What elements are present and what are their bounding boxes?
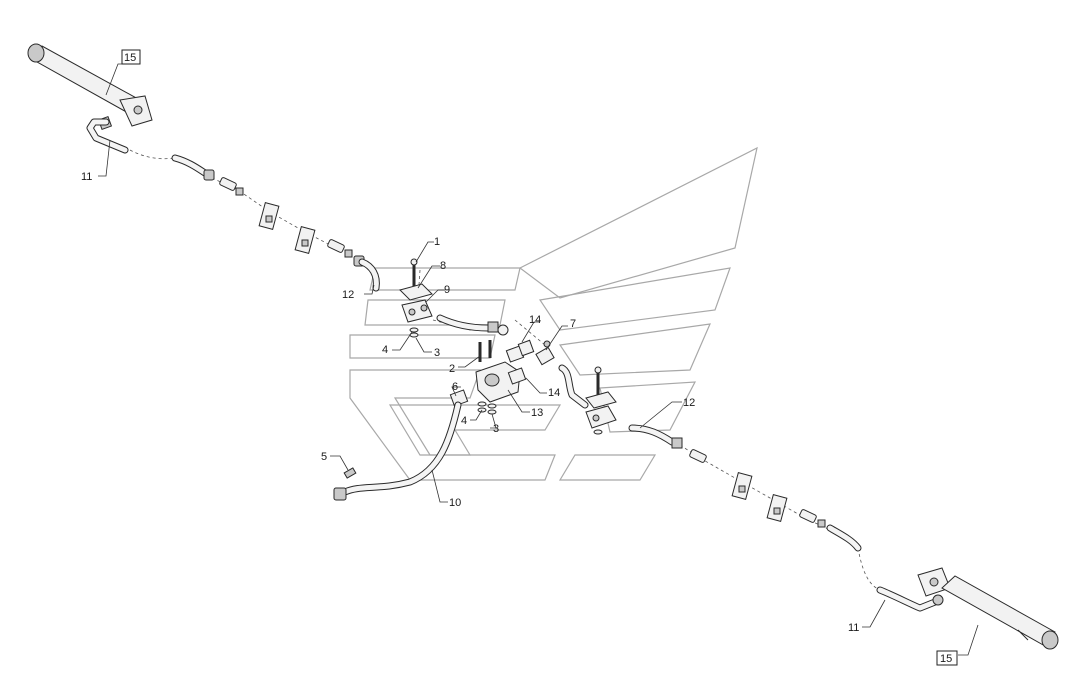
hose-12-right (628, 424, 707, 463)
valve-block-left (399, 258, 433, 338)
hose-middle (436, 314, 509, 336)
callout-11-top: 11 (81, 171, 92, 183)
clamp-left-2 (294, 225, 316, 255)
hydraulic-cylinder-bottom-right (917, 567, 1059, 650)
fitting-right (799, 509, 826, 528)
fitting-left (327, 239, 353, 258)
callout-13: 13 (531, 407, 543, 419)
leader-lines (98, 63, 979, 656)
callout-15-bottom: 15 (940, 653, 952, 665)
callout-6: 6 (452, 381, 458, 393)
clip-5 (343, 467, 357, 479)
callout-box-15-top (121, 49, 141, 65)
hose-top-left (86, 118, 244, 196)
hose-10 (333, 401, 462, 501)
callout-2: 2 (449, 363, 455, 375)
callout-12-right: 12 (683, 397, 695, 409)
watermark-logo (349, 146, 758, 481)
callout-5: 5 (321, 451, 327, 463)
callout-15-top: 15 (124, 52, 136, 64)
callout-3-left: 3 (434, 347, 440, 359)
callout-3-center: 3 (493, 423, 499, 435)
valve-block-right (585, 366, 617, 435)
callout-box-15-bottom (936, 650, 958, 666)
central-manifold (449, 339, 555, 415)
clamp-right-2 (766, 493, 788, 523)
hose-right-short (558, 364, 589, 409)
callout-9: 9 (444, 284, 450, 296)
callout-10: 10 (449, 497, 461, 509)
callout-labels: 15 11 12 1 8 9 4 3 14 7 2 14 6 13 4 3 5 … (81, 52, 952, 665)
callout-12-left: 12 (342, 289, 354, 301)
hose-bottom-right (826, 524, 944, 612)
clamp-left-1 (258, 201, 280, 231)
callout-4-left: 4 (382, 344, 388, 356)
callout-8: 8 (440, 260, 446, 272)
hose-12-left (353, 255, 380, 292)
callout-11-bottom: 11 (848, 622, 859, 634)
callout-14-bottom: 14 (548, 387, 560, 399)
callout-1: 1 (434, 236, 440, 248)
clamp-right-1 (731, 471, 753, 501)
callout-7: 7 (570, 318, 576, 330)
callout-4-center: 4 (461, 415, 467, 427)
hydraulic-cylinder-top-left (27, 43, 153, 131)
callout-14-top: 14 (529, 314, 541, 326)
